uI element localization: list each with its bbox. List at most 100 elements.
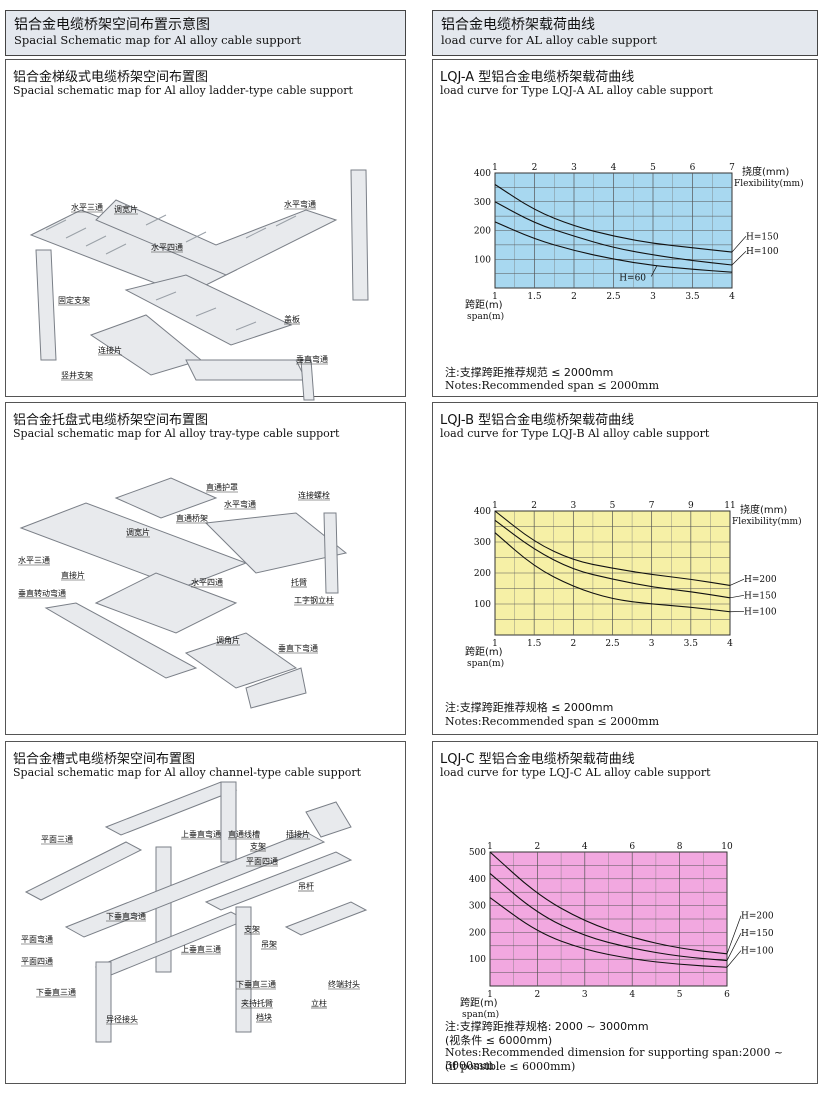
lqj-c-panel: LQJ-C 型铝合金电缆桥架载荷曲线 load curve for type L…: [432, 741, 818, 1084]
series-label: H=100: [744, 607, 777, 617]
y-tick-label: 100: [469, 955, 486, 965]
x-tick-label-bottom: 1: [492, 292, 498, 302]
x-tick-label-top: 4: [611, 163, 617, 173]
lqj-c-note-zh2: (视条件 ≤ 6000mm): [445, 1034, 553, 1047]
series-label: H=100: [746, 247, 779, 257]
x-tick-label-top: 2: [532, 163, 538, 173]
x-tick-label-top: 2: [535, 842, 541, 852]
series-leader-line: [650, 265, 658, 277]
schematic-callout-label: 异径接头: [106, 1014, 138, 1024]
series-label: H=150: [746, 232, 779, 242]
x-tick-label-bottom: 1.5: [527, 292, 542, 302]
y-tick-label: 200: [469, 928, 486, 938]
y-tick-label: 500: [469, 848, 486, 858]
x-tick-label-bottom: 3: [650, 292, 656, 302]
series-leader-line: [731, 250, 747, 266]
x-axis-label-en: span(m): [462, 1009, 499, 1020]
series-label: H=150: [744, 591, 777, 601]
schematic-callout-label: 档块: [256, 1012, 272, 1022]
schematic-callout-label: 调宽片: [126, 527, 150, 537]
schematic-callout-label: 水平弯通: [284, 199, 316, 209]
lqj-b-panel: LQJ-B 型铝合金电缆桥架载荷曲线 load curve for Type L…: [432, 402, 818, 735]
x-tick-label-bottom: 2: [570, 639, 576, 649]
lqj-c-note-en2: (if possible ≤ 6000mm): [445, 1060, 576, 1073]
x-tick-label-bottom: 3.5: [684, 639, 699, 649]
x-tick-label-top: 5: [610, 501, 616, 511]
schematic-callout-label: 调角片: [216, 635, 240, 645]
schematic-callout-label: 调宽片: [114, 204, 138, 214]
schematic-callout-label: 下垂直三通: [236, 979, 276, 989]
left-header: 铝合金电缆桥架空间布置示意图 Spacial Schematic map for…: [5, 10, 406, 56]
ladder-type-panel: 铝合金梯级式电缆桥架空间布置图 Spacial schematic map fo…: [5, 59, 406, 401]
series-line-h-150: [494, 184, 733, 253]
right-header-title-zh: 铝合金电缆桥架载荷曲线: [441, 17, 595, 33]
series-line-h-100: [494, 201, 733, 266]
schematic-callout-label: 吊杆: [298, 881, 314, 891]
channel-panel-title-en: Spacial schematic map for Al alloy chann…: [13, 766, 362, 779]
x-tick-label-top: 1: [492, 501, 498, 511]
ladder-panel-title-en: Spacial schematic map for Al alloy ladde…: [13, 84, 353, 97]
channel-schematic: 平面三通上垂直弯通直通线槽插接片支架平面四通吊杆下垂直弯通平面弯通支架吊架平面四…: [21, 781, 368, 1043]
y-tick-label: 400: [469, 875, 486, 885]
schematic-callout-label: 插接片: [286, 829, 310, 839]
y-tick-label: 100: [474, 255, 491, 265]
y-tick-label: 200: [474, 227, 491, 237]
x-tick-label-bottom: 2: [571, 292, 577, 302]
series-leader-line: [726, 932, 742, 961]
schematic-callout-label: 竖井支架: [61, 370, 93, 380]
series-leader-line: [726, 950, 742, 968]
series-line-h-60: [494, 221, 733, 273]
tray-panel-title-en: Spacial schematic map for Al alloy tray-…: [13, 427, 340, 440]
y-tick-label: 200: [474, 569, 491, 579]
schematic-callout-label: 吊架: [261, 940, 277, 949]
schematic-callout-label: 下垂直弯通: [106, 911, 146, 921]
lqj-b-title-zh: LQJ-B 型铝合金电缆桥架载荷曲线: [440, 413, 635, 428]
schematic-callout-label: 上垂直三通: [181, 944, 221, 954]
x-tick-label-bottom: 3: [582, 990, 588, 1000]
lqj-a-panel: LQJ-A 型铝合金电缆桥架载荷曲线 load curve for Type L…: [432, 59, 818, 397]
x-tick-label-top: 1: [492, 163, 498, 173]
right-header-title-en: load curve for AL alloy cable support: [441, 33, 657, 47]
schematic-callout-label: 水平弯通: [224, 499, 256, 509]
series-label: H=200: [741, 912, 774, 922]
schematic-callout-label: 平面四通: [21, 956, 53, 966]
series-label: H=150: [741, 929, 774, 939]
schematic-callout-label: 垂直转动弯通: [18, 588, 66, 598]
x-tick-label-bottom: 4: [729, 292, 735, 302]
x-tick-label-top: 10: [721, 842, 733, 852]
series-leader-line: [729, 578, 745, 586]
x-tick-label-bottom: 1: [492, 639, 498, 649]
schematic-callout-label: 支架: [244, 924, 260, 934]
x-tick-label-top: 1: [487, 842, 493, 852]
lqj-c-title-zh: LQJ-C 型铝合金电缆桥架载荷曲线: [440, 752, 635, 767]
series-line-h-150: [489, 873, 728, 962]
lqj-b-note-zh: 注:支撑跨距推荐规格 ≤ 2000mm: [445, 701, 614, 714]
tray-type-panel: 铝合金托盘式电缆桥架空间布置图 Spacial schematic map fo…: [5, 402, 406, 735]
schematic-callout-label: 盖板: [284, 314, 300, 324]
x-tick-label-bottom: 2.5: [605, 639, 620, 649]
ladder-panel-title-zh: 铝合金梯级式电缆桥架空间布置图: [13, 70, 209, 85]
series-line-h-200: [494, 510, 731, 586]
schematic-callout-label: 直通护罩: [206, 482, 238, 492]
schematic-callout-label: 连接螺栓: [298, 490, 330, 500]
left-header-title-zh: 铝合金电缆桥架空间布置示意图: [14, 17, 210, 33]
flexibility-label-zh: 挠度(mm): [740, 503, 787, 516]
x-tick-label-top: 4: [582, 842, 588, 852]
schematic-callout-label: 直接片: [61, 570, 85, 580]
x-tick-label-top: 7: [729, 163, 735, 173]
lqj-a-note-zh: 注:支撑跨距推荐规范 ≤ 2000mm: [445, 366, 614, 379]
x-tick-label-bottom: 3: [649, 639, 655, 649]
series-line-h-150: [494, 519, 731, 599]
series-line-h-100: [489, 897, 728, 968]
schematic-callout-label: 垂直弯通: [296, 354, 328, 364]
x-tick-label-bottom: 2.5: [606, 292, 621, 302]
schematic-callout-label: 平面三通: [41, 834, 73, 844]
series-line-h-200: [489, 851, 728, 955]
y-tick-label: 400: [474, 507, 491, 517]
schematic-callout-label: 平面四通: [246, 856, 278, 866]
tray-panel-title-zh: 铝合金托盘式电缆桥架空间布置图: [13, 413, 209, 428]
schematic-callout-label: 夹持托臂: [241, 998, 273, 1008]
flexibility-label-zh: 挠度(mm): [742, 165, 789, 178]
